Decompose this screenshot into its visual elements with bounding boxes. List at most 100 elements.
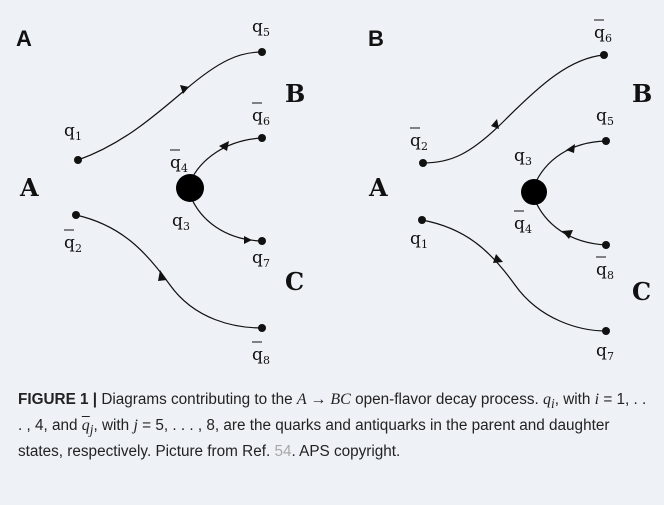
- label-q2bar-right: q 2: [410, 127, 428, 153]
- arrow-q6-q2: [491, 119, 499, 129]
- label-q1-right: q 1: [410, 229, 428, 251]
- vertex-q2bar: [72, 211, 80, 219]
- svg-text:5: 5: [263, 26, 270, 39]
- svg-text:2: 2: [75, 242, 82, 255]
- label-q5: q 5: [252, 17, 270, 39]
- hadron-b-right: B: [632, 79, 652, 108]
- label-q7-right: q 7: [596, 341, 614, 363]
- label-q5-right: q 5: [596, 106, 614, 128]
- arrow-q3-q7: [244, 236, 252, 244]
- svg-text:3: 3: [183, 220, 190, 233]
- vertex-q1-right: [418, 216, 426, 224]
- pair-creation-vertex-right: [521, 179, 547, 205]
- svg-text:6: 6: [263, 115, 270, 128]
- panel-label-left: A: [16, 26, 32, 51]
- caption-text-1: Diagrams contributing to the: [101, 391, 293, 408]
- vertex-q6bar: [258, 134, 266, 142]
- svg-text:7: 7: [607, 350, 614, 363]
- label-q6bar: q 6: [252, 102, 270, 128]
- svg-text:q: q: [172, 211, 183, 231]
- svg-text:q: q: [596, 260, 607, 280]
- vertex-q7-right: [602, 327, 610, 335]
- caption-label: FIGURE 1 |: [18, 391, 98, 408]
- caption-text-2: open-flavor decay process.: [355, 391, 539, 408]
- vertex-q1: [74, 156, 82, 164]
- quark-line-q4-q8: [533, 197, 607, 246]
- label-q1: q 1: [64, 121, 82, 143]
- arrow-q8-q4: [562, 230, 573, 239]
- vertex-q6bar-right: [600, 51, 608, 59]
- hadron-c-left: C: [285, 267, 304, 296]
- svg-text:5: 5: [607, 115, 614, 128]
- label-q4bar: q 4: [170, 149, 188, 175]
- svg-text:3: 3: [525, 155, 532, 168]
- caption-process: A → BC: [296, 391, 351, 408]
- svg-text:q: q: [170, 153, 181, 173]
- svg-text:7: 7: [263, 257, 270, 270]
- svg-text:1: 1: [421, 238, 428, 251]
- svg-text:q: q: [594, 23, 605, 43]
- vertex-q7: [258, 237, 266, 245]
- caption-text-3: , with: [554, 391, 591, 408]
- svg-text:6: 6: [605, 32, 612, 45]
- caption-i-var: i: [594, 391, 600, 408]
- svg-text:q: q: [252, 17, 263, 37]
- label-q8bar: q 8: [252, 341, 270, 367]
- label-q8bar-right: q 8: [596, 256, 614, 282]
- vertex-q5: [258, 48, 266, 56]
- quark-line-q3-q7: [189, 194, 263, 242]
- quark-line-q3-q5: [533, 140, 607, 187]
- svg-text:q: q: [64, 121, 75, 141]
- pair-creation-vertex-left: [176, 174, 204, 202]
- vertex-q5-right: [602, 137, 610, 145]
- svg-text:2: 2: [421, 140, 428, 153]
- label-q6bar-right: q 6: [594, 19, 612, 45]
- label-q2bar: q 2: [64, 229, 82, 255]
- svg-text:q: q: [596, 106, 607, 126]
- svg-text:q: q: [252, 248, 263, 268]
- vertex-q8bar: [258, 324, 266, 332]
- svg-text:q: q: [252, 106, 263, 126]
- arrow-q1-q7: [493, 254, 503, 263]
- svg-text:4: 4: [525, 223, 532, 236]
- arrow-q3-q5: [566, 144, 575, 153]
- svg-text:q: q: [514, 146, 525, 166]
- svg-text:1: 1: [75, 130, 82, 143]
- quark-line-q6-q2: [422, 54, 605, 164]
- vertex-q8bar-right: [602, 241, 610, 249]
- svg-text:q: q: [410, 229, 421, 249]
- caption-text-7: . APS copyright.: [291, 443, 401, 461]
- decay-diagrams: A A B C q 1 q 5 q 4 q 6 q 3 q 7: [16, 17, 652, 367]
- label-q4bar-right: q 4: [514, 210, 532, 236]
- vertex-q2bar-right: [419, 159, 427, 167]
- caption-text-6: = 5, . . . , 8, are the quarks and antiq…: [18, 417, 610, 461]
- caption-text-4: = 1, . . . , 4, and: [18, 391, 647, 435]
- label-q3: q 3: [172, 211, 190, 233]
- svg-text:q: q: [514, 214, 525, 234]
- panel-label-right: B: [368, 26, 384, 51]
- hadron-a-right: A: [368, 173, 388, 202]
- svg-text:8: 8: [607, 269, 614, 282]
- figure-caption: FIGURE 1 | Diagrams contributing to the …: [18, 389, 648, 463]
- svg-text:8: 8: [263, 354, 270, 367]
- arrow-q1-q5: [180, 85, 189, 94]
- caption-j-var: j: [133, 417, 138, 435]
- label-q7: q 7: [252, 248, 270, 270]
- arrow-q6-q4: [219, 141, 229, 151]
- hadron-c-right: C: [632, 277, 651, 306]
- svg-text:4: 4: [181, 162, 188, 175]
- caption-q-j: qj: [81, 417, 94, 438]
- hadron-a-left: A: [19, 173, 39, 202]
- svg-text:q: q: [64, 233, 75, 253]
- hadron-b-left: B: [285, 79, 305, 108]
- svg-text:q: q: [596, 341, 607, 361]
- caption-ref-link[interactable]: 54: [274, 443, 292, 461]
- caption-text-5: , with: [93, 417, 130, 435]
- svg-text:q: q: [410, 131, 421, 151]
- caption-q-i: qi: [543, 391, 555, 412]
- arrow-q2-q8: [158, 270, 167, 281]
- quark-line-q2-q8: [75, 214, 263, 329]
- label-q3-right: q 3: [514, 146, 532, 168]
- quark-line-q1-q7: [421, 219, 607, 332]
